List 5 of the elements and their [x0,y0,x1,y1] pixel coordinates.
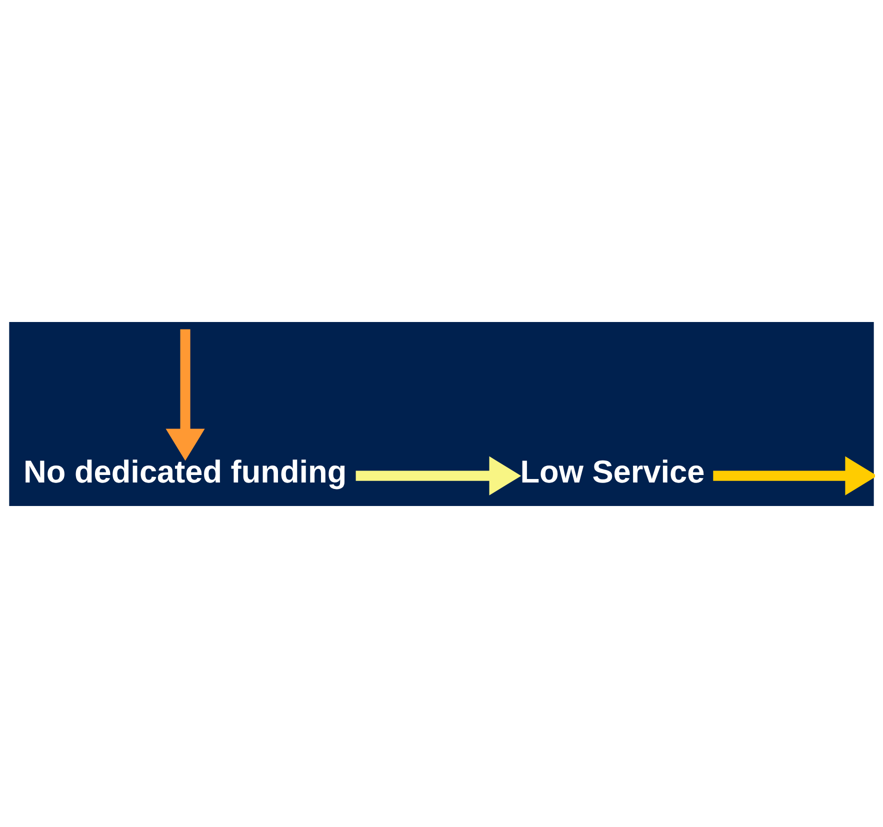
arrow [166,328,205,460]
node-text: Low Service [520,452,705,489]
arrow [713,456,875,495]
node-text: No dedicated funding [24,452,347,489]
arrow [356,456,522,495]
